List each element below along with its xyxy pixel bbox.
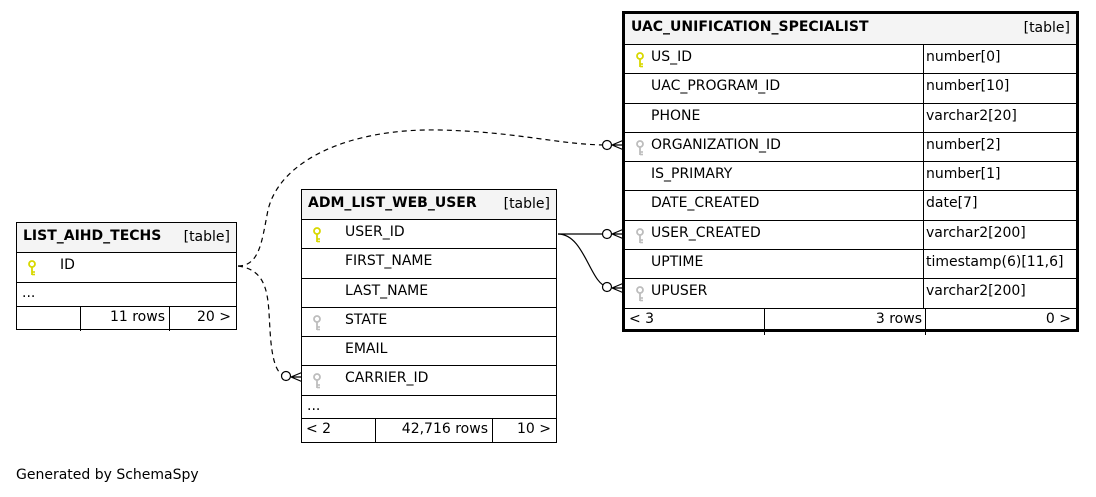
column-name: USER_CREATED [651,224,761,241]
column-name: DATE_CREATED [651,195,760,212]
column-row[interactable]: ORGANIZATION_ID number[2] [625,132,1076,163]
column-row[interactable]: LAST_NAME [302,279,556,308]
column-name: LAST_NAME [345,282,429,299]
table-type: [table] [1023,20,1070,36]
column-row[interactable]: IS_PRIMARY number[1] [625,162,1076,192]
foreign-key-icon [636,139,644,156]
more-columns: ... [17,283,236,307]
column-row[interactable]: PHONE varchar2[20] [625,103,1076,133]
primary-key-icon [28,260,36,276]
table-name: UAC_UNIFICATION_SPECIALIST [631,19,869,35]
column-type: number[1] [926,166,1001,183]
optional-marker-organization [601,139,613,151]
foreign-key-icon [313,373,321,389]
column-type: varchar2[20] [926,107,1017,124]
column-name: FIRST_NAME [345,253,433,270]
column-name: ID [60,257,75,273]
table-name: ADM_LIST_WEB_USER [308,195,477,211]
table-header: ADM_LIST_WEB_USER [table] [302,190,556,220]
link-adm-to-uac-upuser [557,233,609,288]
optional-marker-carrier [280,370,292,382]
table-type: [table] [503,196,550,212]
column-type: number[0] [926,49,1001,65]
parents-link[interactable]: < 2 [306,420,332,437]
table-footer: < 2 42,716 rows 10 > [302,418,556,443]
column-name: PHONE [651,107,701,124]
column-row[interactable]: UAC_PROGRAM_ID number[10] [625,74,1076,104]
table-list-aihd-techs[interactable]: LIST_AIHD_TECHS [table] ID ... 11 rows 2… [16,222,237,331]
column-type: timestamp(6)[11,6] [926,254,1064,271]
column-name: USER_ID [345,224,405,240]
column-name: EMAIL [345,341,388,358]
column-type: number[10] [926,78,1010,95]
column-name: UAC_PROGRAM_ID [651,78,781,95]
table-footer: 11 rows 20 > [17,307,236,331]
link-aihd-to-adm-carrier [237,265,288,377]
column-row[interactable]: UPUSER varchar2[200] [625,279,1076,309]
parents-link[interactable]: < 3 [629,310,655,327]
children-link[interactable]: 10 > [517,420,551,437]
column-row[interactable]: US_ID number[0] [625,45,1076,75]
column-row[interactable]: USER_ID [302,220,556,250]
column-name: US_ID [651,49,693,65]
link-aihd-to-uac-organization [237,129,609,267]
table-header: LIST_AIHD_TECHS [table] [17,223,236,253]
children-link[interactable]: 20 > [197,309,231,325]
column-name: UPUSER [651,283,708,300]
foreign-key-icon [636,227,644,244]
table-name: LIST_AIHD_TECHS [23,228,162,244]
column-type: date[7] [926,195,978,212]
table-header: UAC_UNIFICATION_SPECIALIST [table] [625,14,1076,45]
column-name: CARRIER_ID [345,370,429,387]
optional-marker-user-created [601,228,613,240]
column-name: UPTIME [651,254,704,271]
table-type: [table] [183,229,230,245]
column-row[interactable]: ID [17,253,236,283]
column-type: number[2] [926,136,1001,153]
column-row[interactable]: USER_CREATED varchar2[200] [625,220,1076,251]
primary-key-icon [636,52,644,68]
column-row[interactable]: EMAIL [302,337,556,367]
column-type: varchar2[200] [926,283,1026,300]
column-row[interactable]: CARRIER_ID [302,366,556,396]
column-row[interactable]: DATE_CREATED date[7] [625,191,1076,221]
children-link[interactable]: 0 > [1045,310,1071,327]
foreign-key-icon [313,314,321,331]
column-row[interactable]: STATE [302,308,556,338]
column-row[interactable]: UPTIME timestamp(6)[11,6] [625,250,1076,280]
generated-by-label: Generated by SchemaSpy [16,467,199,483]
table-footer: < 3 3 rows 0 > [625,308,1076,335]
optional-marker-upuser [601,281,613,293]
primary-key-icon [313,227,321,243]
table-adm-list-web-user[interactable]: ADM_LIST_WEB_USER [table] USER_ID FIRST_N… [301,189,557,443]
foreign-key-icon [636,286,644,302]
column-name: STATE [345,311,388,328]
row-count: 42,716 rows [401,420,488,437]
column-row[interactable]: FIRST_NAME [302,249,556,279]
row-count: 3 rows [875,310,922,327]
column-type: varchar2[200] [926,224,1026,241]
column-name: ORGANIZATION_ID [651,136,781,153]
row-count: 11 rows [109,309,165,325]
column-name: IS_PRIMARY [651,166,733,183]
more-columns: ... [302,396,556,419]
table-uac-unification-specialist[interactable]: UAC_UNIFICATION_SPECIALIST [table] US_ID… [622,11,1079,335]
